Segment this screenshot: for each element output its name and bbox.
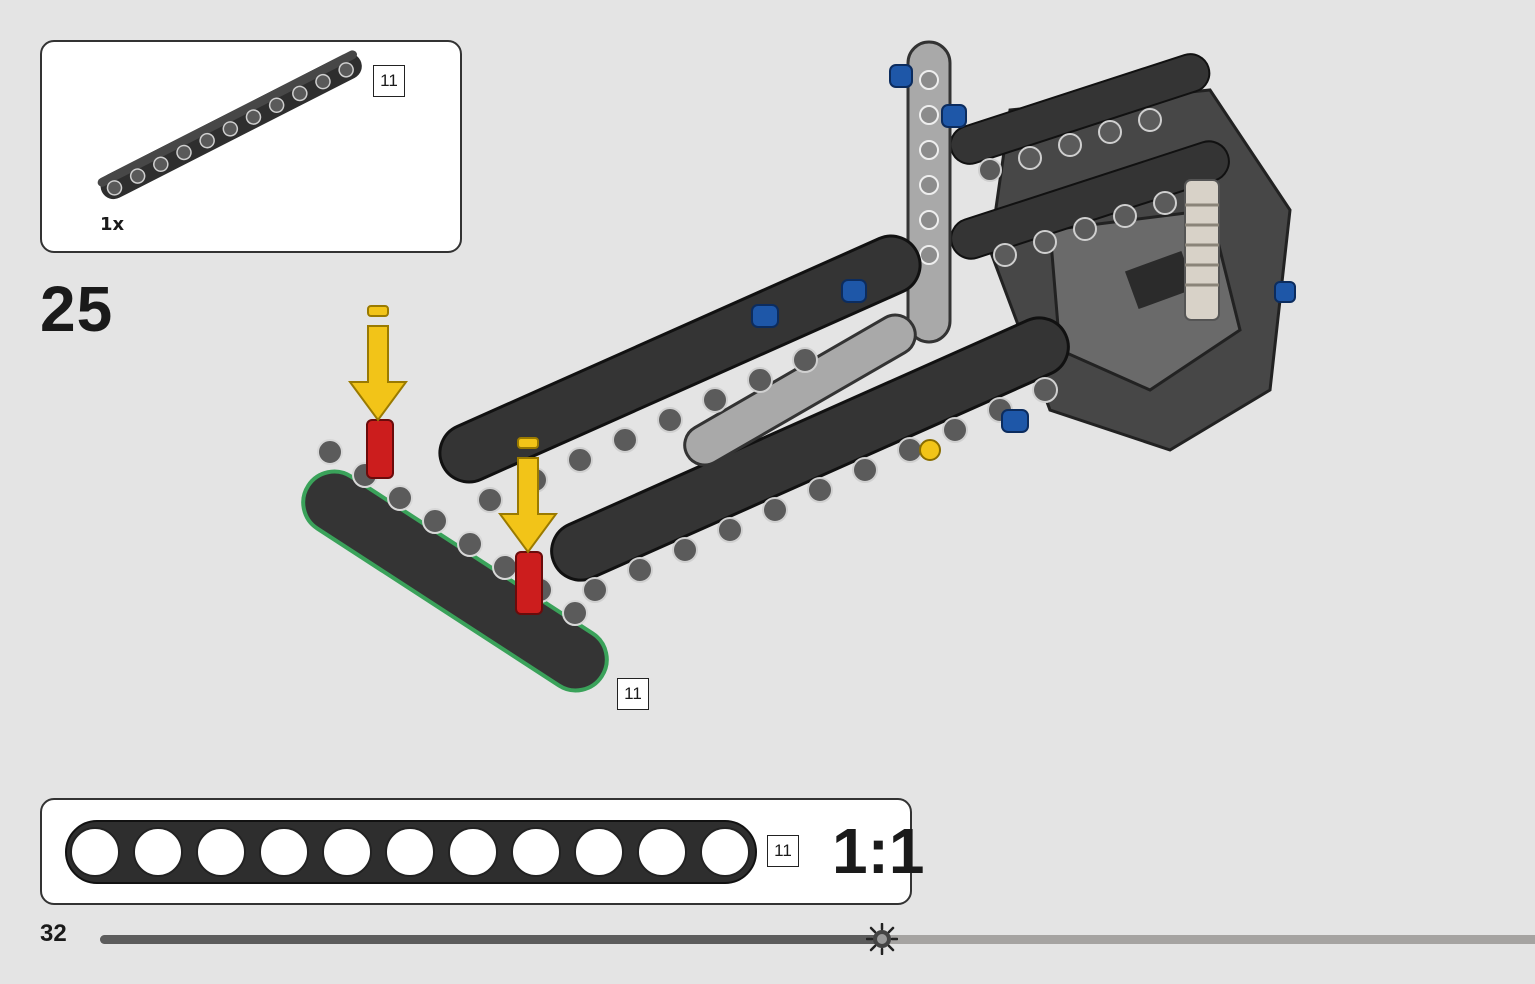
beam-scale-icon	[65, 820, 757, 884]
progress-bar	[100, 923, 1535, 955]
page-number: 32	[40, 920, 67, 947]
vertical-beam	[906, 40, 952, 344]
model-illustration	[301, 40, 1296, 693]
progress-marker-icon	[866, 923, 899, 955]
insert-arrows	[348, 305, 558, 554]
progress-fill	[100, 935, 883, 944]
parts-callout: 11 1x	[40, 40, 462, 253]
part-length-tag: 11	[373, 65, 405, 97]
scale-panel: 11 1:1	[40, 798, 925, 905]
red-pins	[366, 419, 543, 615]
scale-label: 1:1	[832, 815, 925, 887]
step-number: 25	[40, 273, 114, 345]
blue-pins	[751, 64, 1296, 433]
beam-part-icon	[97, 50, 362, 200]
part-quantity: 1x	[100, 214, 125, 235]
scale-length-tag: 11	[767, 835, 799, 867]
model-length-tag: 11	[617, 678, 649, 710]
side-beams	[438, 234, 1070, 603]
